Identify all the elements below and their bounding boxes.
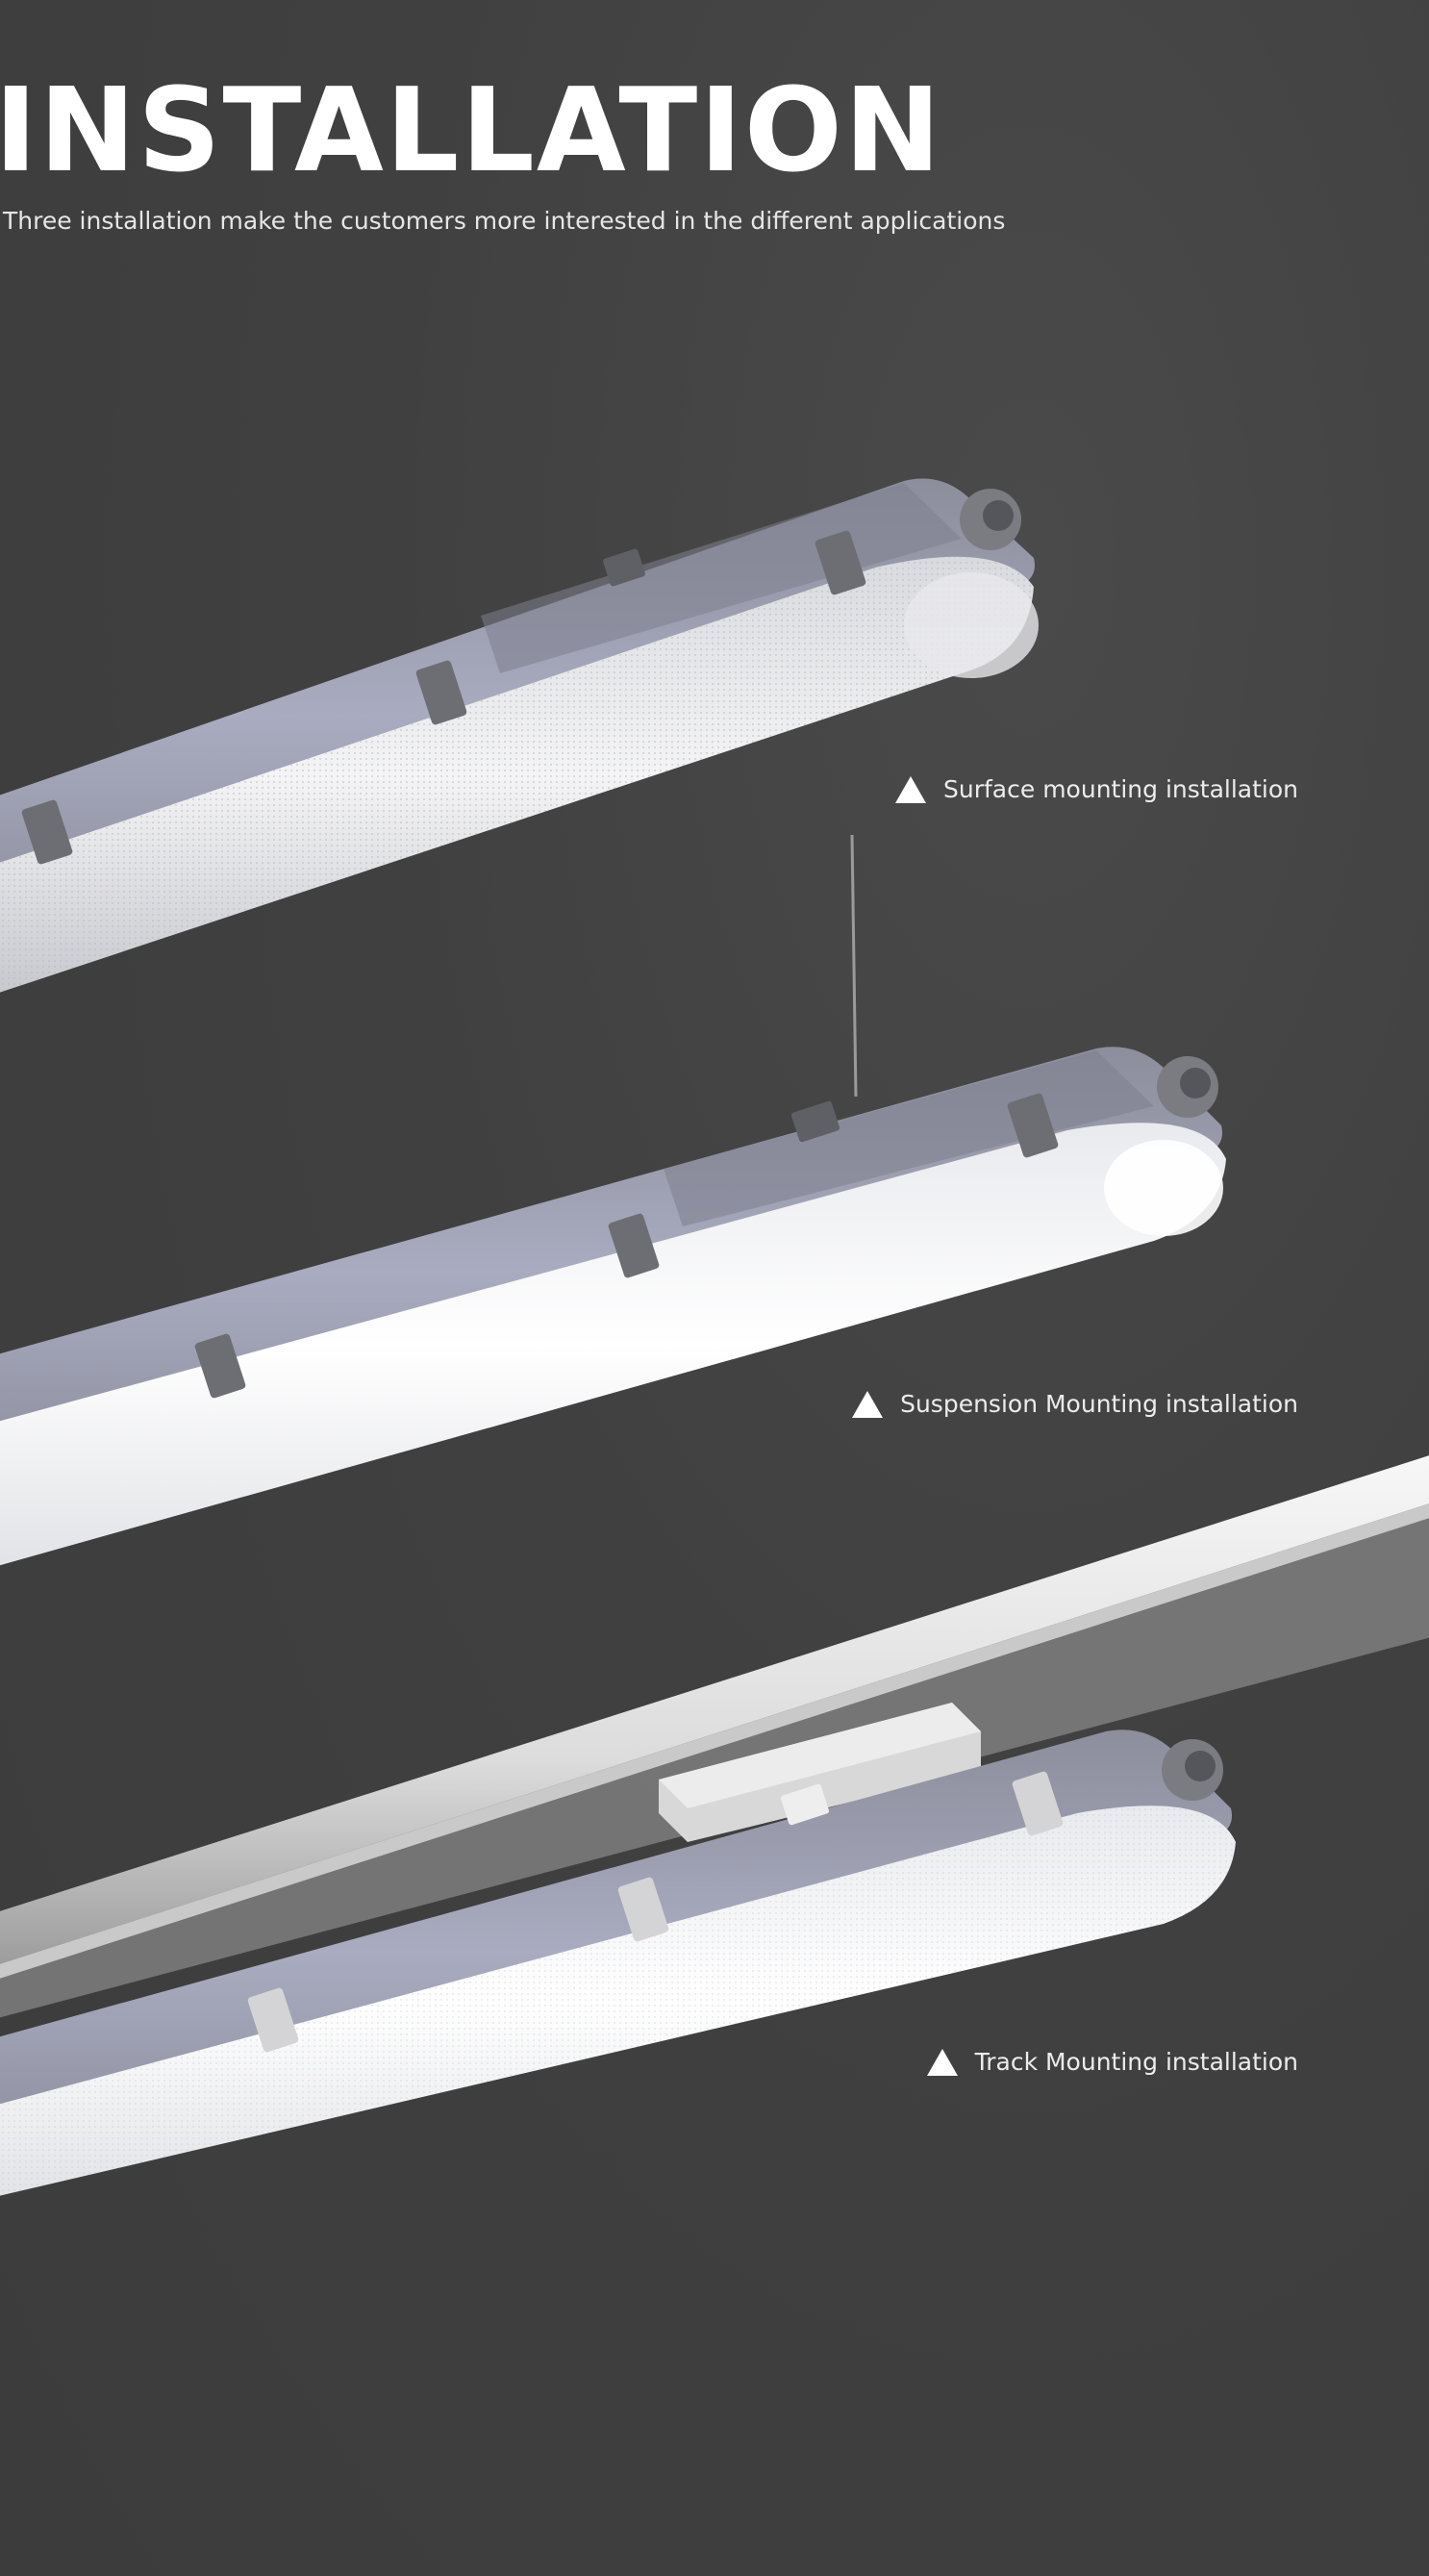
triangle-icon [926,2049,958,2076]
caption-label: Track Mounting installation [974,2048,1298,2076]
triangle-icon [895,776,927,803]
track-fixture [0,1455,1429,2196]
suspension-fixture [0,834,1226,1566]
caption-label: Suspension Mounting installation [900,1390,1298,1418]
page-subtitle: Three installation make the customers mo… [3,207,1006,235]
triangle-icon [852,1391,884,1418]
suspension-mounting-caption: Suspension Mounting installation [852,1388,1298,1421]
caption-label: Surface mounting installation [943,775,1298,803]
page-title: INSTALLATION [0,64,943,198]
track-mounting-caption: Track Mounting installation [926,2046,1298,2079]
surface-fixture [0,478,1039,993]
surface-mounting-caption: Surface mounting installation [895,773,1298,806]
